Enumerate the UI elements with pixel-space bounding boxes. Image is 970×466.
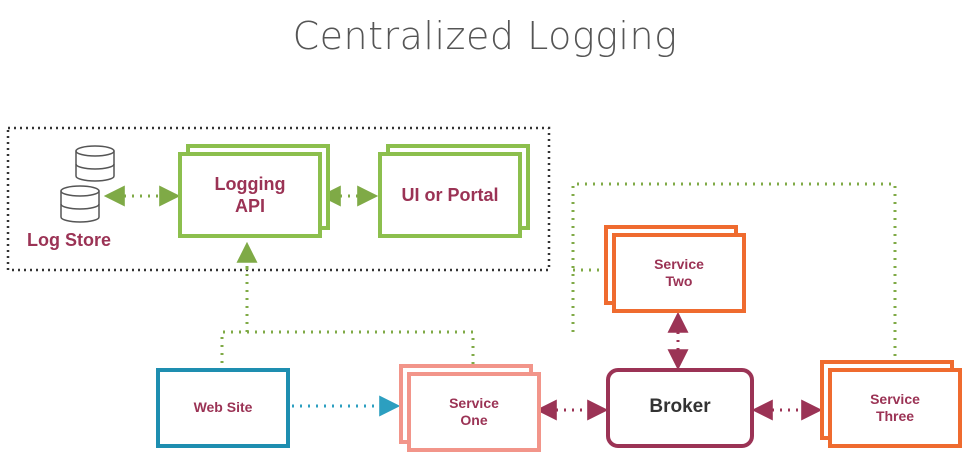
logging-api-box: [178, 144, 330, 238]
logging-api-label: Logging API: [214, 173, 286, 217]
service-three-box: [820, 360, 962, 448]
ui-portal-box: [378, 144, 530, 238]
service-two-label: Service Two: [654, 255, 704, 290]
log-store-label: Log Store: [27, 229, 111, 250]
logging-system-boundary: [6, 126, 551, 272]
service-one-label: Service One: [449, 394, 499, 429]
diagram-title: Centralized Logging: [292, 14, 678, 58]
web-site-box: [156, 368, 290, 448]
broker-box: [606, 368, 754, 448]
ui-portal-label: UI or Portal: [401, 184, 499, 205]
log-connectors: [220, 182, 897, 370]
service-three-label: Service Three: [870, 390, 920, 425]
broker-label: Broker: [649, 396, 711, 418]
web-site-label: Web Site: [193, 399, 253, 416]
service-one-box: [399, 364, 541, 452]
database-icon: [60, 145, 115, 223]
service-two-box: [604, 225, 746, 313]
